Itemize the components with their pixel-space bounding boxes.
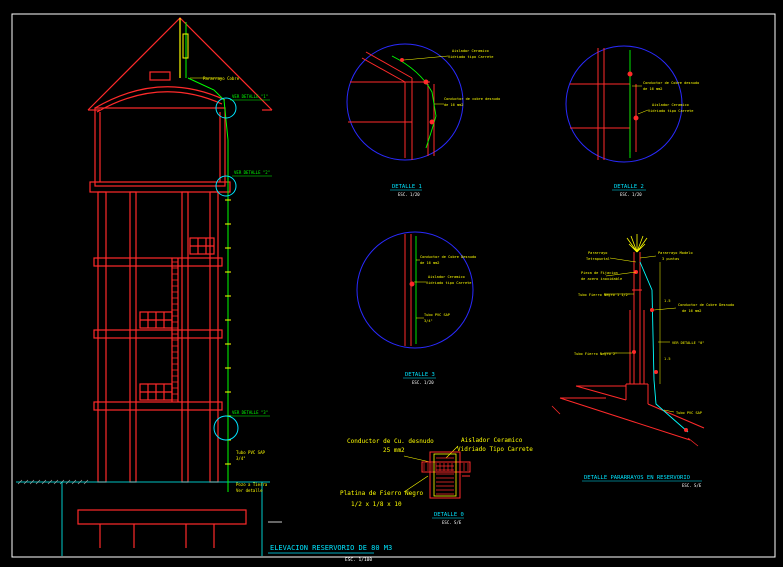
elev-note-ground-2: Ver detalle: [236, 488, 263, 493]
detail-0-scale: ESC. S/E: [442, 520, 462, 525]
elev-note-ground-1: Pozo a Tierra: [236, 482, 268, 487]
svg-text:de 16 mm2: de 16 mm2: [420, 261, 439, 265]
svg-text:Vidriado tipo Carrete: Vidriado tipo Carrete: [426, 281, 471, 285]
detail-0-title: DETALLE 0: [434, 512, 464, 518]
column-left-outer: [97, 191, 107, 483]
svg-text:Vidriado tipo Carrete: Vidriado tipo Carrete: [648, 109, 693, 113]
tank-body: [94, 107, 226, 187]
elevation-title: ELEVACION RESERVORIO DE 80 M3: [270, 544, 392, 552]
detail-1: Aislador Ceramico Vidriado tipo Carrete …: [346, 43, 500, 197]
svg-text:Tubo Fierro Negro 2": Tubo Fierro Negro 2": [574, 352, 617, 356]
column-right-inner: [181, 191, 189, 483]
roof-lightning-rod: [179, 18, 189, 78]
detail-0-insulator-label-1: Aislador Ceramico: [461, 437, 523, 444]
window-grid-middle: [139, 311, 173, 329]
svg-text:Tubo PVC SAP: Tubo PVC SAP: [424, 313, 450, 317]
detail-3-scale: ESC. 1/20: [412, 380, 434, 385]
detail-0-plate-label-2: 1/2 x 1/8 x 10: [351, 501, 402, 508]
svg-text:Conductor de cobre desnudo: Conductor de cobre desnudo: [444, 97, 500, 101]
window-grid-lower: [139, 383, 173, 401]
svg-text:Aislador Ceramico: Aislador Ceramico: [452, 49, 489, 53]
svg-text:Conductor de Cobre Desnudo: Conductor de Cobre Desnudo: [678, 303, 734, 307]
column-right-outer: [209, 191, 219, 483]
detail-2-scale: ESC. 1/20: [620, 192, 642, 197]
svg-text:Pararrayo: Pararrayo: [588, 251, 607, 255]
ladder-rungs: [172, 261, 178, 401]
tank-floor-slab: [89, 181, 231, 193]
down-conductor: [187, 77, 229, 492]
svg-text:de 16 mm2: de 16 mm2: [444, 103, 463, 107]
elev-note-pvc-2: 3/4": [236, 456, 246, 461]
beam-level-3: [93, 401, 223, 411]
detail-3-title: DETALLE 3: [405, 372, 435, 378]
detail-1-title: DETALLE 1: [392, 184, 422, 190]
window-grid-upper: [189, 237, 215, 255]
elev-note-pvc-1: Tubo PVC SAP: [236, 450, 265, 455]
detail-pararrayos-scale: ESC. S/E: [682, 483, 702, 488]
access-ladder: [171, 258, 179, 402]
tank-dome: [94, 86, 226, 109]
beam-level-1: [93, 257, 223, 267]
svg-text:Pararrayo Modelo: Pararrayo Modelo: [658, 251, 693, 255]
svg-text:Vidriado tipo Carrete: Vidriado tipo Carrete: [448, 55, 493, 59]
elev-callout-2: VER DETALLE "2": [234, 170, 270, 175]
detail-2: Conductor de Cobre desnudo de 16 mm2 Ais…: [565, 45, 699, 197]
detail-0-plate-label-1: Platina de Fierro Negro: [340, 490, 423, 497]
svg-text:Tubo Fierro Negro 1 1/2": Tubo Fierro Negro 1 1/2": [578, 293, 630, 297]
sheet-border: [11, 13, 776, 558]
svg-text:de 16 mm2: de 16 mm2: [643, 87, 662, 91]
tank-dome-inner: [96, 91, 223, 113]
dome-hatch: [149, 71, 171, 81]
svg-text:Conductor de Cobre Desnudo: Conductor de Cobre Desnudo: [420, 255, 476, 259]
detail-0-insulator-label-2: Vidriado Tipo Carrete: [457, 446, 533, 453]
detail-1-scale: ESC. 1/20: [398, 192, 420, 197]
callout-circle-2: [215, 175, 237, 197]
ground-hatch: [17, 479, 89, 485]
svg-text:de 16 mm2: de 16 mm2: [682, 309, 701, 313]
detail-0: Conductor de Cu. desnudo 25 mm2 Aislador…: [340, 437, 533, 525]
elevation-scale: ESC. 1/100: [345, 557, 372, 563]
elev-callout-3: VER DETALLE "3": [232, 410, 268, 415]
svg-text:Conductor de Cobre desnudo: Conductor de Cobre desnudo: [643, 81, 699, 85]
svg-text:VER DETALLE "0": VER DETALLE "0": [672, 341, 704, 345]
beam-level-2: [93, 329, 223, 339]
conductor-insulators: [225, 199, 231, 465]
svg-text:Aislador Ceramico: Aislador Ceramico: [652, 103, 689, 107]
detail-3: Conductor de Cobre Desnudo de 16 mm2 Ais…: [356, 231, 476, 385]
svg-text:1.5: 1.5: [664, 299, 671, 303]
svg-text:Pieza de Fijacion: Pieza de Fijacion: [581, 271, 618, 275]
column-left-inner: [129, 191, 137, 483]
svg-text:Tubo PVC SAP: Tubo PVC SAP: [676, 411, 702, 415]
svg-text:Aislador Ceramico: Aislador Ceramico: [428, 275, 465, 279]
svg-text:3/4": 3/4": [424, 319, 433, 323]
callout-circle-1: [215, 97, 237, 119]
callout-circle-3: [213, 415, 239, 441]
foundation-slab: [77, 509, 247, 525]
detail-pararrayos: 1.5 1.5 Pararrayo Tetrapuntal Pararrayo …: [551, 234, 734, 488]
svg-text:Tetrapuntal: Tetrapuntal: [586, 257, 610, 261]
svg-text:3 puntas: 3 puntas: [662, 257, 679, 261]
svg-text:1.5: 1.5: [664, 357, 671, 361]
elev-note-roof: Pararrayo Cobre: [203, 76, 240, 81]
detail-0-conductor-label-2: 25 mm2: [383, 447, 405, 454]
detail-pararrayos-title: DETALLE PARARRAYOS EN RESERVORIO: [584, 475, 690, 481]
elev-callout-1: VER DETALLE "1": [232, 94, 268, 99]
detail-2-title: DETALLE 2: [614, 184, 644, 190]
detail-0-conductor-label-1: Conductor de Cu. desnudo: [347, 438, 434, 445]
svg-text:de acero inoxidable: de acero inoxidable: [581, 277, 622, 281]
